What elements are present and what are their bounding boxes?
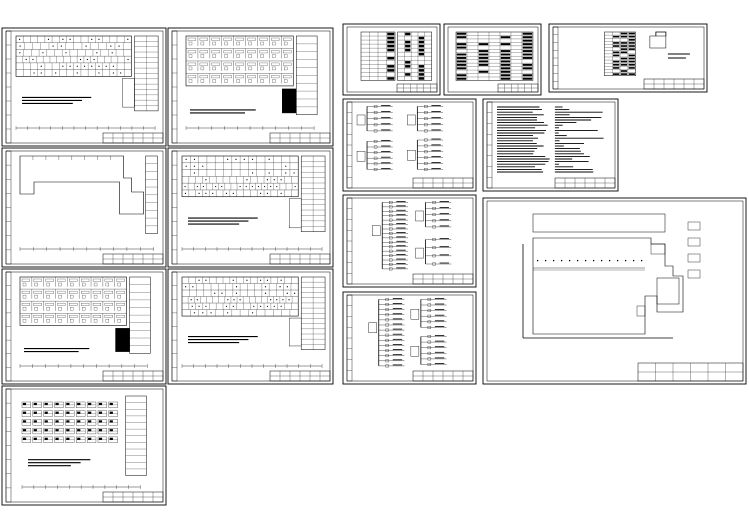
sheet-riser-diagram [342, 291, 477, 385]
sheet-schedule-table [342, 23, 441, 96]
sheet-floor-plan-rooms [1, 268, 167, 385]
sheet-floor-plan-dense [1, 27, 167, 147]
sheets-layer [1, 23, 747, 506]
sheet-schedule-table [548, 23, 708, 93]
sheet-floor-plan-sparse [1, 147, 167, 268]
sheet-floor-plan-rooms [167, 27, 334, 147]
sheet-notes-text [482, 98, 619, 192]
sheet-floor-plan-grid [1, 385, 167, 506]
sheet-floor-plan-dense [167, 268, 334, 385]
sheet-site-plan [482, 197, 747, 385]
sheet-riser-diagram [342, 194, 477, 288]
sheet-floor-plan-dense [167, 147, 334, 268]
sheet-schedule-table [443, 23, 542, 96]
sheet-riser-diagram [342, 98, 477, 192]
